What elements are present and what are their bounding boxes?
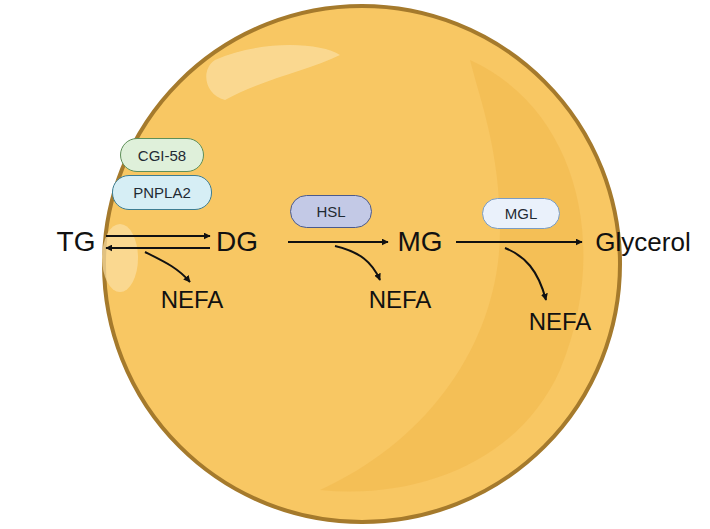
- lipid-label: MG: [397, 228, 442, 256]
- enzyme-pill: HSL: [290, 195, 372, 228]
- pill-text: MGL: [505, 205, 538, 222]
- reaction-arrow: [106, 247, 210, 249]
- release-arrow: [335, 246, 380, 280]
- pill-text: CGI-58: [138, 147, 186, 164]
- cell-shading: [320, 60, 583, 492]
- product-label: NEFA: [369, 288, 432, 312]
- product-label: NEFA: [161, 288, 224, 312]
- reaction-arrow: [456, 241, 582, 243]
- cell-highlight: [206, 45, 340, 100]
- reaction-arrow: [288, 241, 388, 243]
- cell-body: [104, 6, 620, 522]
- cell-highlight: [102, 224, 138, 292]
- protein-pill: CGI-58: [120, 138, 204, 172]
- enzyme-pill: MGL: [482, 198, 560, 229]
- lipid-label: DG: [216, 228, 258, 256]
- product-label: Glycerol: [595, 229, 690, 255]
- release-arrow: [145, 252, 190, 282]
- reaction-arrow: [106, 235, 210, 237]
- lipid-label: TG: [57, 228, 96, 256]
- release-arrow: [505, 248, 546, 300]
- enzyme-pill: PNPLA2: [112, 175, 212, 210]
- pill-text: PNPLA2: [133, 184, 191, 201]
- product-label: NEFA: [529, 310, 592, 334]
- pill-text: HSL: [316, 203, 345, 220]
